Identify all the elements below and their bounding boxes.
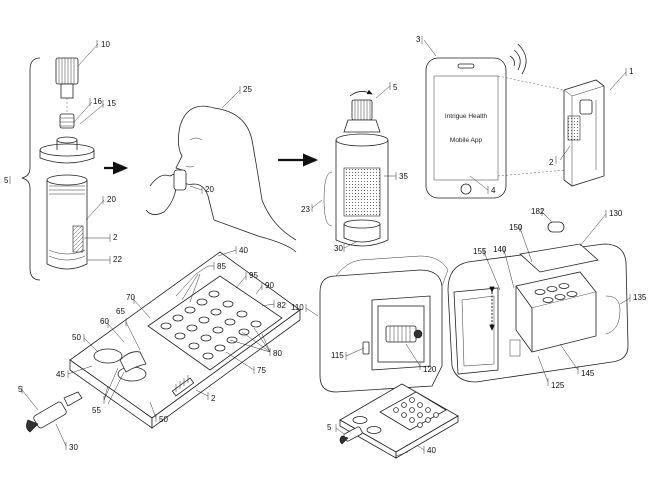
phone-app-line-2: Mobile App xyxy=(450,137,483,144)
ref-75: 75 xyxy=(257,366,266,375)
ref-65: 65 xyxy=(116,307,125,316)
ref-115: 115 xyxy=(331,351,344,360)
phone-app-line-1: Intrigue Health xyxy=(445,113,488,120)
ref-182: 182 xyxy=(531,207,545,216)
ref-50-bottom: 50 xyxy=(159,415,168,424)
ref-140: 140 xyxy=(493,245,507,254)
ref-55: 55 xyxy=(92,406,101,415)
ref-155: 155 xyxy=(473,247,487,256)
ref-5-vial: 5 xyxy=(393,83,398,92)
user-face-illustration xyxy=(146,86,296,252)
wifi-signal-icon xyxy=(510,44,526,74)
ref-5-small: 5 xyxy=(327,423,332,432)
assembled-vial xyxy=(312,82,396,252)
ref-40-small: 40 xyxy=(427,446,436,455)
ref-130: 130 xyxy=(609,209,623,218)
ref-25: 25 xyxy=(243,85,252,94)
ref-60: 60 xyxy=(100,317,109,326)
ref-125: 125 xyxy=(551,381,565,390)
ref-16: 16 xyxy=(93,97,102,106)
ref-15: 15 xyxy=(107,99,116,108)
ref-110: 110 xyxy=(291,303,304,312)
ref-82: 82 xyxy=(277,301,286,310)
ref-2: 2 xyxy=(113,233,118,242)
ref-5-tray: 5 xyxy=(18,385,23,394)
ref-40-top: 40 xyxy=(239,246,248,255)
ref-120: 120 xyxy=(423,365,437,374)
ref-2-tray: 2 xyxy=(211,394,216,403)
ref-20: 20 xyxy=(107,195,116,204)
ref-70: 70 xyxy=(126,293,135,302)
small-tray-assembly xyxy=(336,384,458,458)
ref-23: 23 xyxy=(301,205,310,214)
base-station xyxy=(306,208,630,392)
ref-20-face: 20 xyxy=(205,185,214,194)
ref-1: 1 xyxy=(629,67,634,76)
ref-30-vial: 30 xyxy=(334,244,343,253)
ref-3: 3 xyxy=(416,35,421,44)
ref-5: 5 xyxy=(4,176,9,185)
ref-80: 80 xyxy=(273,349,282,358)
handheld-reader-device xyxy=(498,68,626,186)
ref-150: 150 xyxy=(509,223,523,232)
ref-45: 45 xyxy=(56,370,65,379)
ref-50-left: 50 xyxy=(72,333,81,342)
ref-22: 22 xyxy=(113,255,122,264)
ref-4: 4 xyxy=(491,186,496,195)
ref-95: 95 xyxy=(249,271,258,280)
ref-135: 135 xyxy=(633,293,647,302)
ref-30-tray: 30 xyxy=(69,443,78,452)
ref-2-device: 2 xyxy=(549,158,554,167)
rotation-arrow-icon xyxy=(350,91,372,96)
ref-35: 35 xyxy=(399,172,408,181)
ref-85: 85 xyxy=(217,262,226,271)
ref-10: 10 xyxy=(101,40,110,49)
ref-90: 90 xyxy=(265,281,274,290)
ref-145: 145 xyxy=(581,369,595,378)
exploded-collection-kit xyxy=(10,40,110,280)
